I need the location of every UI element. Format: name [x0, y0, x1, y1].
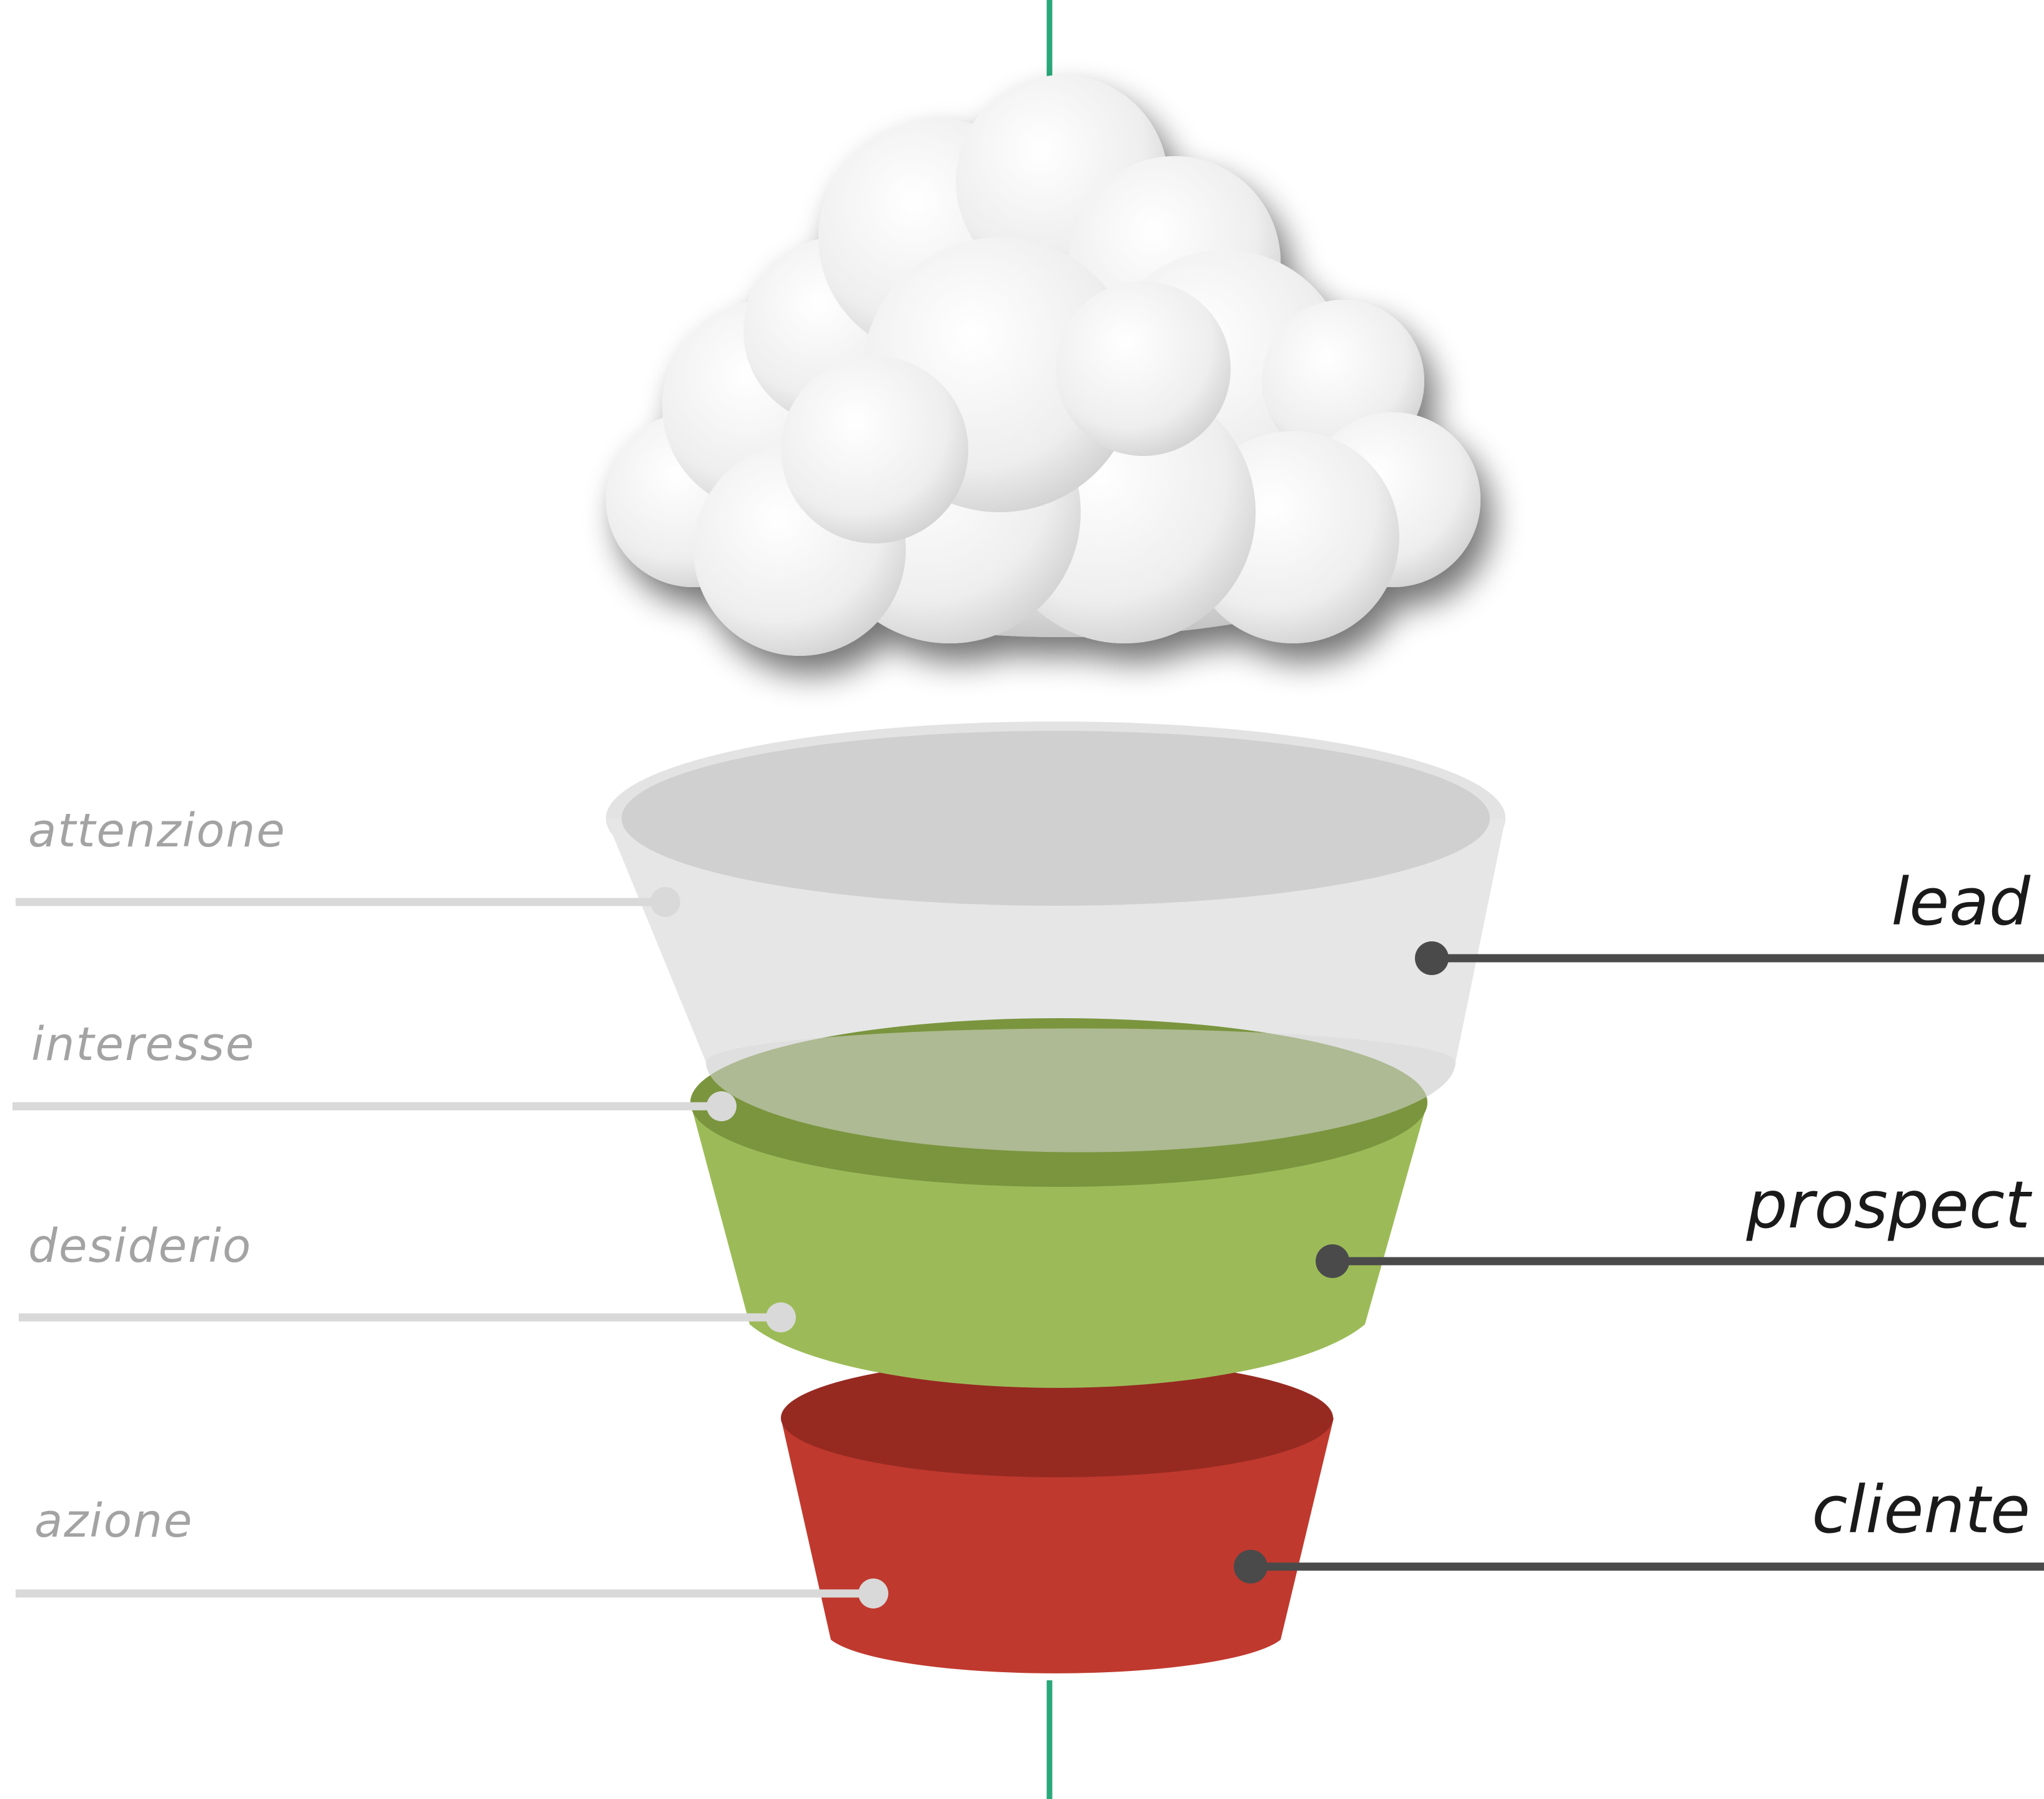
left-label-azione: azione [34, 1494, 193, 1548]
left-label-desiderio: desiderio [28, 1219, 252, 1273]
right-connector-dot-cliente [1234, 1550, 1268, 1583]
right-connector-dot-lead [1415, 941, 1449, 975]
cloud-icon [606, 75, 1481, 656]
left-connector-dot-interesse [707, 1091, 737, 1121]
right-stage-labels: lead prospect cliente [1234, 864, 2044, 1583]
funnel-section-bottom [750, 1306, 1365, 1673]
right-label-lead: lead [1891, 864, 2031, 940]
left-label-interesse: interesse [31, 1018, 255, 1071]
right-label-cliente: cliente [1812, 1472, 2030, 1548]
left-connector-dot-desiderio [766, 1302, 796, 1332]
right-connector-dot-prospect [1316, 1244, 1349, 1278]
left-stage-labels: attenzione interesse desiderio azione [12, 804, 888, 1608]
right-label-prospect: prospect [1745, 1167, 2032, 1243]
left-label-attenzione: attenzione [28, 804, 286, 858]
left-connector-dot-attenzione [650, 887, 680, 917]
left-connector-dot-azione [858, 1578, 888, 1608]
